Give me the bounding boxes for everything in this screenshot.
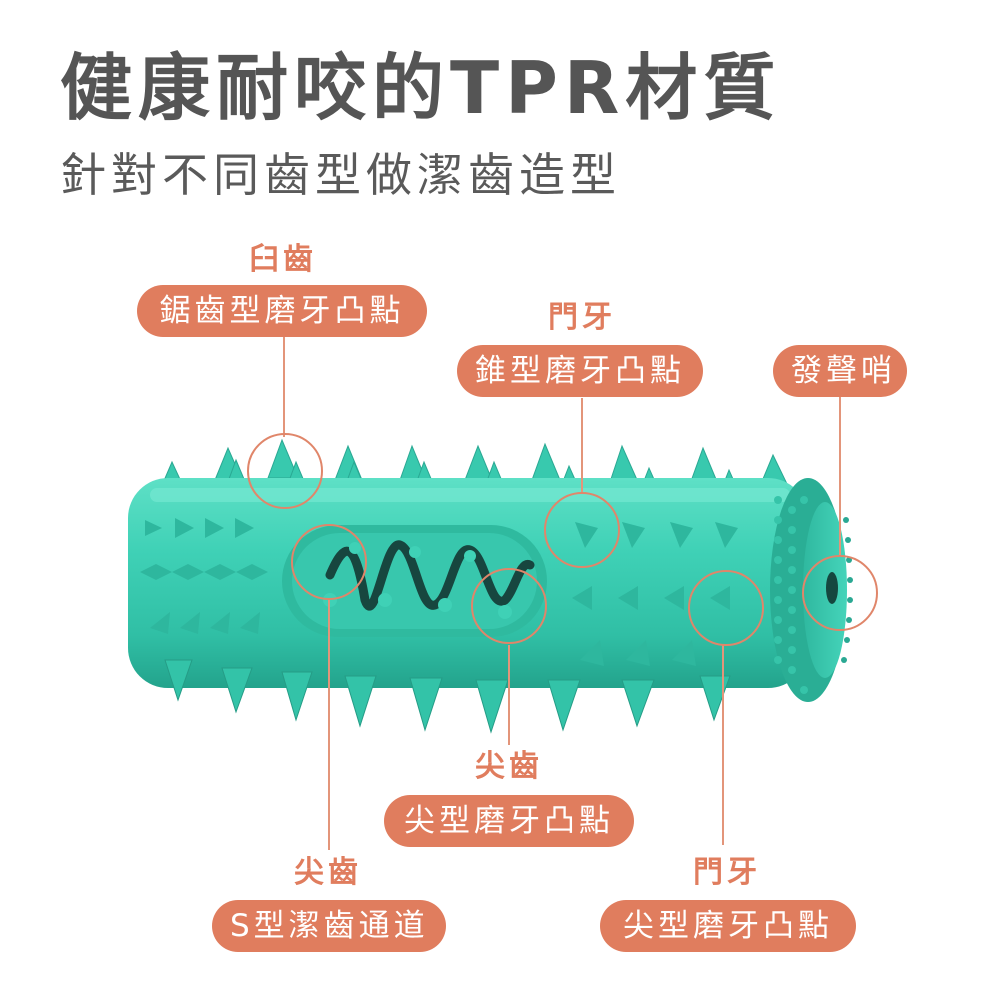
connector-line [722,645,724,845]
connector-line [581,398,583,493]
callout-caption-molar: 臼齒 [249,242,317,277]
callout-label-s-channel: S型潔齒通道 [212,900,446,952]
callout-circle-molar [247,433,323,509]
callout-label-whistle: 發聲哨 [773,345,907,397]
callout-caption-canine-2: 尖齒 [294,855,362,890]
callout-circle-incisor-point [688,570,764,646]
callout-label-pointed-bumps-2: 尖型磨牙凸點 [600,900,856,952]
callout-label-pointed-bumps: 尖型磨牙凸點 [384,795,634,847]
connector-line [283,337,285,437]
callout-caption-incisor: 門牙 [548,300,616,335]
callout-label-serrated-bumps: 鋸齒型磨牙凸點 [137,285,427,337]
callout-circle-s-channel [291,524,367,600]
connector-line [328,598,330,850]
connector-line [839,397,841,555]
callout-label-cone-bumps: 錐型磨牙凸點 [457,345,703,397]
callout-caption-incisor-2: 門牙 [693,855,761,890]
callout-circle-whistle [802,555,878,631]
callout-circle-incisor-cone [544,492,620,568]
page-subtitle: 針對不同齒型做潔齒造型 [60,148,621,202]
callout-caption-canine: 尖齒 [475,749,543,784]
page-title: 健康耐咬的TPR材質 [60,46,782,130]
connector-line [508,645,510,745]
callout-circle-canine-point [471,568,547,644]
